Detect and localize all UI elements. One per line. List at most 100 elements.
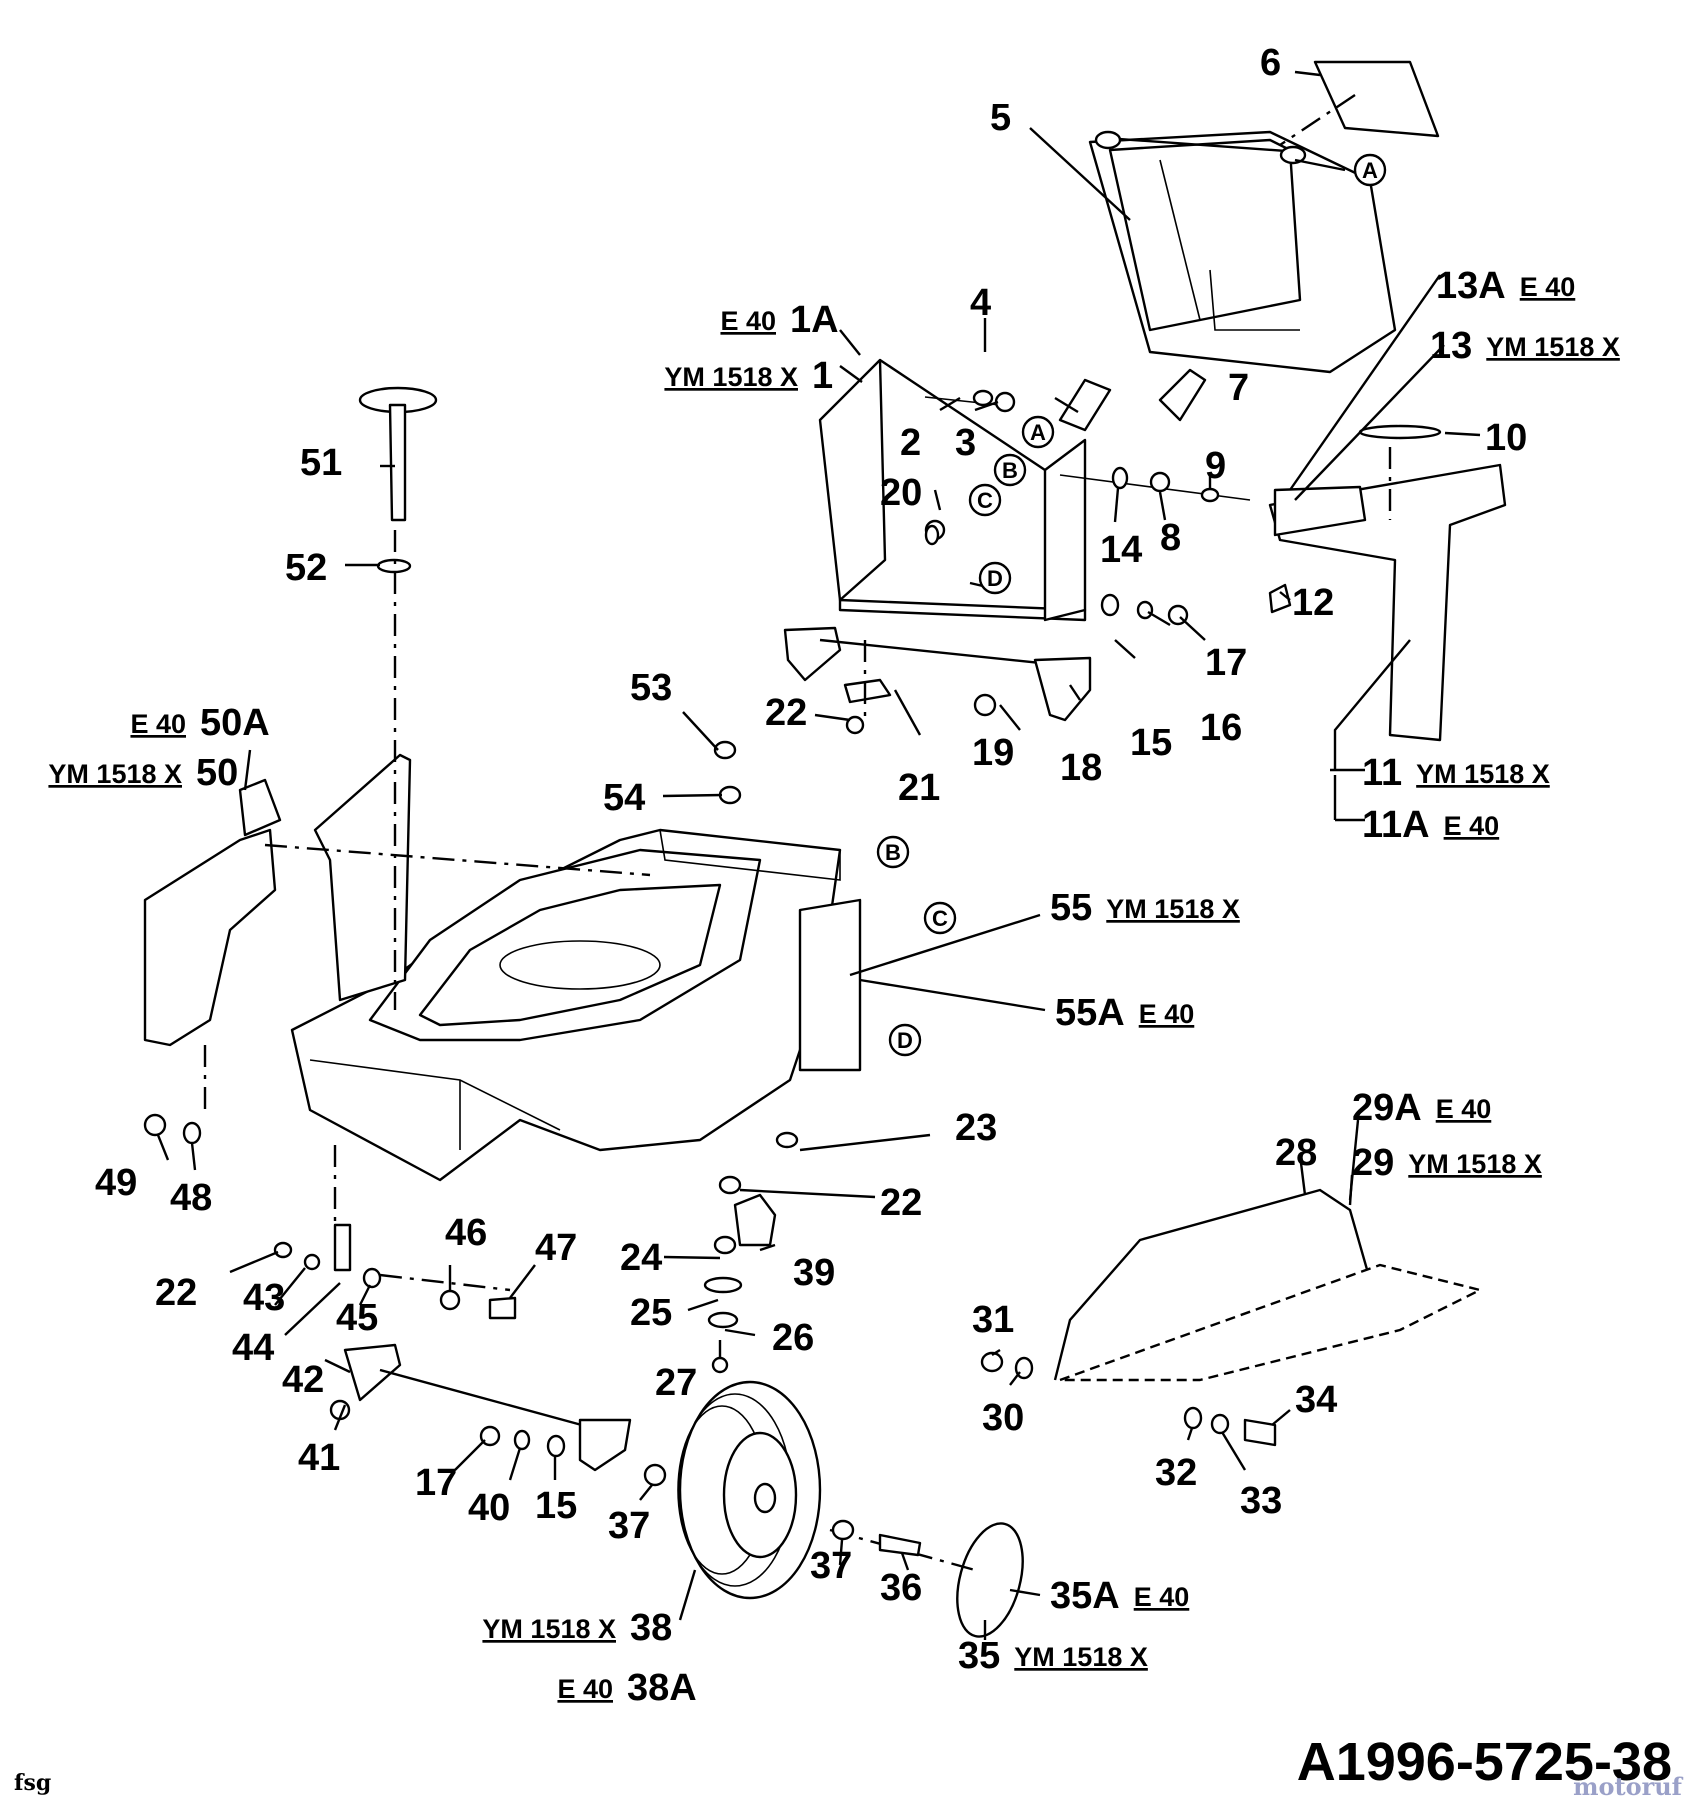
part-number-35a: 35A xyxy=(1050,1575,1120,1617)
part-number-5: 5 xyxy=(990,97,1011,139)
variant-code-35: YM 1518 X xyxy=(1014,1642,1148,1672)
variant-code-55a: E 40 xyxy=(1139,999,1195,1029)
part-number-8: 8 xyxy=(1160,517,1181,559)
circled-ref-a-marker xyxy=(1353,153,1387,187)
circled-ref-a: A xyxy=(1362,158,1378,183)
part-number-1a: 1A xyxy=(790,299,839,341)
circled-ref-d-marker xyxy=(978,561,1012,595)
part-number-50a: 50A xyxy=(200,702,270,744)
part-number-1: 1 xyxy=(812,355,833,397)
rear-axle-drawing xyxy=(783,626,1092,722)
footer-label: fsg xyxy=(14,1770,51,1796)
part-number-42: 42 xyxy=(282,1359,324,1401)
variant-code-29a: E 40 xyxy=(1436,1094,1492,1124)
variant-code-1: YM 1518 X xyxy=(664,362,798,392)
part-number-3: 3 xyxy=(955,422,976,464)
part-number-51: 51 xyxy=(300,442,342,484)
part-number-35: 35 xyxy=(958,1635,1000,1677)
mower-deck-drawing xyxy=(290,828,862,1182)
diagram-code: A1996-5725-38 xyxy=(1297,1732,1672,1792)
part-number-23: 23 xyxy=(955,1107,997,1149)
part-number-37-ref2: 37 xyxy=(810,1545,852,1587)
part-number-11: 11 xyxy=(1362,752,1402,794)
part-number-44: 44 xyxy=(232,1327,274,1369)
circled-ref-c: C xyxy=(977,488,993,513)
part-number-48: 48 xyxy=(170,1177,212,1219)
part-number-18: 18 xyxy=(1060,747,1102,789)
hub-cap-drawing xyxy=(956,1522,1024,1638)
circled-ref-d-marker xyxy=(888,1023,922,1057)
part-number-12: 12 xyxy=(1292,582,1334,624)
variant-code-1a: E 40 xyxy=(720,306,776,336)
variant-code-50a: E 40 xyxy=(130,709,186,739)
part-number-55a: 55A xyxy=(1055,992,1125,1034)
part-number-54: 54 xyxy=(603,777,645,819)
circled-ref-d: D xyxy=(987,566,1003,591)
variant-code-11a: E 40 xyxy=(1444,811,1500,841)
part-number-41: 41 xyxy=(298,1437,340,1479)
part-number-24: 24 xyxy=(620,1237,662,1279)
variant-code-38: YM 1518 X xyxy=(482,1614,616,1644)
part-number-7: 7 xyxy=(1228,367,1249,409)
part-number-52: 52 xyxy=(285,547,327,589)
part-number-22: 22 xyxy=(765,692,807,734)
circled-ref-b-marker xyxy=(993,453,1027,487)
part-number-53: 53 xyxy=(630,667,672,709)
part-number-13: 13 xyxy=(1430,325,1472,367)
part-number-40: 40 xyxy=(468,1487,510,1529)
part-number-19: 19 xyxy=(972,732,1014,774)
part-number-17-ref2: 17 xyxy=(415,1462,457,1504)
part-number-34: 34 xyxy=(1295,1379,1337,1421)
part-number-22-ref2: 22 xyxy=(155,1272,197,1314)
circled-ref-a: A xyxy=(1030,420,1046,445)
wheel-drawing xyxy=(677,1380,822,1600)
grass-catcher-drawing xyxy=(1088,60,1440,374)
variant-code-13a: E 40 xyxy=(1520,272,1576,302)
part-number-33: 33 xyxy=(1240,1480,1282,1522)
circled-ref-b: B xyxy=(885,840,901,865)
circled-ref-c-marker xyxy=(923,901,957,935)
part-number-36: 36 xyxy=(880,1567,922,1609)
part-number-43: 43 xyxy=(243,1277,285,1319)
part-number-37: 37 xyxy=(608,1505,650,1547)
part-number-13a: 13A xyxy=(1436,265,1506,307)
handle-bracket-drawing xyxy=(818,358,1251,622)
watermark: motoruf xyxy=(1573,1772,1684,1800)
circled-ref-a-marker xyxy=(1021,415,1055,449)
part-number-15-ref2: 15 xyxy=(535,1485,577,1527)
part-number-38: 38 xyxy=(630,1607,672,1649)
part-number-45: 45 xyxy=(336,1297,378,1339)
part-number-29: 29 xyxy=(1352,1142,1394,1184)
part-number-22-ref3: 22 xyxy=(880,1182,922,1224)
part-number-10: 10 xyxy=(1485,417,1527,459)
circled-ref-c: C xyxy=(932,906,948,931)
part-number-6: 6 xyxy=(1260,42,1281,84)
part-number-2: 2 xyxy=(900,422,921,464)
part-number-39: 39 xyxy=(793,1252,835,1294)
part-number-11a: 11A xyxy=(1362,804,1430,846)
part-number-14: 14 xyxy=(1100,529,1142,571)
part-number-9: 9 xyxy=(1205,445,1226,487)
front-axle-drawing xyxy=(333,1223,632,1472)
part-number-21: 21 xyxy=(898,767,940,809)
part-number-4: 4 xyxy=(970,282,991,324)
part-number-15: 15 xyxy=(1130,722,1172,764)
part-number-26: 26 xyxy=(772,1317,814,1359)
height-adjust-lever-drawing xyxy=(358,386,438,574)
variant-code-13: YM 1518 X xyxy=(1486,332,1620,362)
part-number-31: 31 xyxy=(972,1299,1014,1341)
part-number-32: 32 xyxy=(1155,1452,1197,1494)
part-number-28: 28 xyxy=(1275,1132,1317,1174)
part-number-17: 17 xyxy=(1205,642,1247,684)
circled-ref-c-marker xyxy=(968,483,1002,517)
side-panel-left-drawing xyxy=(143,753,412,1047)
leader-lines xyxy=(156,70,1481,1640)
variant-code-38a: E 40 xyxy=(557,1674,613,1704)
part-number-16: 16 xyxy=(1200,707,1242,749)
part-number-49: 49 xyxy=(95,1162,137,1204)
variant-code-50: YM 1518 X xyxy=(48,759,182,789)
part-number-55: 55 xyxy=(1050,887,1092,929)
variant-code-55: YM 1518 X xyxy=(1106,894,1240,924)
variant-code-11: YM 1518 X xyxy=(1416,759,1550,789)
